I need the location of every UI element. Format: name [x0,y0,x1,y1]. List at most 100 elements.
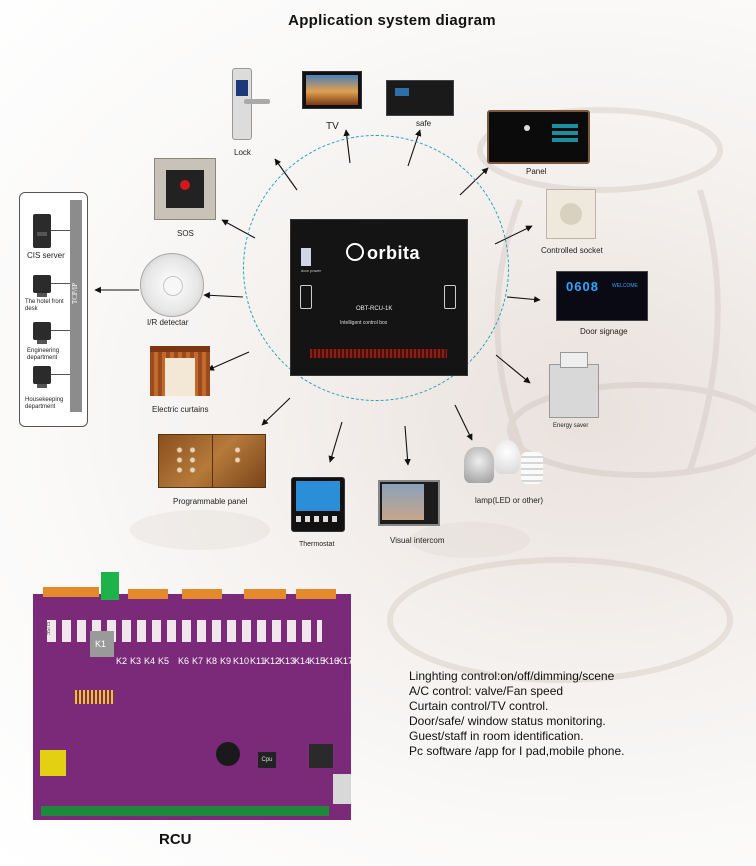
relay-label-k3: K3 [130,656,142,666]
intercom-screen [382,484,424,520]
feature-item: Door/safe/ window status monitoring. [409,714,606,728]
arrow-door-signage [506,296,541,303]
rcu-label: RCU [159,831,192,848]
lamp-led-icon [464,447,494,483]
socket-device [546,189,596,239]
relay-label-k16: K16 [323,656,340,666]
relay-label-k1: K1 [95,639,107,649]
arrow-thermostat [328,421,343,463]
socket-outlet-icon [560,203,582,225]
relay-label-k17: K17 [337,656,354,666]
energy-saver-device [549,364,599,418]
lock-handle [244,99,270,104]
control-box-power-light [301,248,311,266]
ir-sensor-lens [163,276,183,296]
network-node-housekeeping: Housekeeping department [25,397,64,410]
box-handle-right [444,285,456,309]
control-box-vent [310,349,447,358]
rcu-transformer [40,750,66,776]
server-icon [33,214,51,248]
relay-label-k2: K2 [116,656,128,666]
curtains-window [165,358,195,396]
front-desk-pc-icon [33,275,51,297]
thermostat-buttons [296,516,340,522]
feature-list: Linghting control:on/off/dimming/scene A… [409,669,624,759]
relay-label-k8: K8 [206,656,218,666]
thermostat-label: Thermostat [299,541,335,548]
programmable-panel-buttons-right [231,445,244,465]
door-signage-number: 0608 [566,279,599,294]
arrow-curtains [207,351,250,371]
control-box-model: OBT-RCU-1K [356,306,393,312]
rcu-fuse-row [47,620,322,642]
safe-display [395,88,409,96]
rcu-top-terminals-3 [182,589,222,599]
energy-saver-label: Energy saver [553,423,589,429]
programmable-panel-label: Programmable panel [173,497,248,506]
server-connector [51,230,70,231]
arrow-energy-saver [495,354,531,384]
network-node-engineering: Engineering department [27,348,60,361]
feature-item: Pc software /app for I pad,mobile phone. [409,744,625,758]
page-title: Application system diagram [288,12,496,29]
feature-item: Curtain control/TV control. [409,699,549,713]
sos-button-icon [180,180,190,190]
relay-label-k6: K6 [178,656,190,666]
housekeeping-pc-icon [33,366,51,388]
lamp-cfl-icon [521,452,543,484]
relay-label-k10: K10 [233,656,250,666]
engineering-pc-icon [33,322,51,344]
tcp-ip-label: TCP/IP [71,283,79,305]
programmable-panel-buttons-left [173,445,199,475]
panel-buttons [552,124,578,142]
front-desk-connector [51,283,70,284]
rcu-bottom-terminals [41,806,329,816]
rcu-connector-yellow [75,690,115,704]
rcu-capacitor [216,742,240,766]
curtains-label: Electric curtains [152,405,209,414]
tcp-ip-bus [70,200,82,412]
rcu-top-terminals-5 [296,589,336,599]
arrow-lamp [454,404,473,441]
rcu-relay-k1 [90,631,114,657]
socket-label: Controlled socket [541,246,603,255]
rcu-top-terminals-4 [244,589,286,599]
safe-device [386,80,454,116]
safe-label: safe [416,119,432,128]
lamp-bulb-icon [494,440,520,474]
relay-label-k9: K9 [220,656,232,666]
brand-text: orbita [367,243,421,263]
control-box-subtitle: Intelligent control box [340,320,388,326]
relay-label-k4: K4 [144,656,156,666]
panel-label: Panel [526,167,547,176]
panel-indicator [524,125,530,131]
programmable-panel-divider [212,434,213,488]
rcu-rj45-port [333,774,351,804]
relay-label-k7: K7 [192,656,204,666]
relay-label-k5: K5 [158,656,170,666]
tv-label: TV [326,121,339,132]
ir-label: I/R detectar [147,318,189,327]
door-signage-word: WELCOME [612,283,638,289]
feature-item: Linghting control:on/off/dimming/scene [409,669,615,683]
sos-label: SOS [177,229,194,238]
rcu-cpu-chip: Cpu [258,752,276,768]
orbita-logo-icon [346,243,364,261]
arrow-intercom [404,425,411,466]
rcu-fuse-label: FUSE [44,622,50,636]
control-box-power-label: door power [301,268,322,273]
rcu-top-terminals-2 [128,589,168,599]
network-node-cis-server: CIS server [27,251,65,260]
rcu-green-connector [101,572,119,600]
rcu-top-terminals-1 [43,587,99,597]
feature-item: Guest/staff in room identification. [409,729,584,743]
thermostat-screen [296,481,340,511]
door-signage-label: Door signage [580,327,628,336]
lock-label: Lock [234,148,251,157]
engineering-connector [51,330,70,331]
system-ring [243,135,509,401]
relay-label-k13: K13 [279,656,296,666]
intercom-label: Visual intercom [390,536,445,545]
